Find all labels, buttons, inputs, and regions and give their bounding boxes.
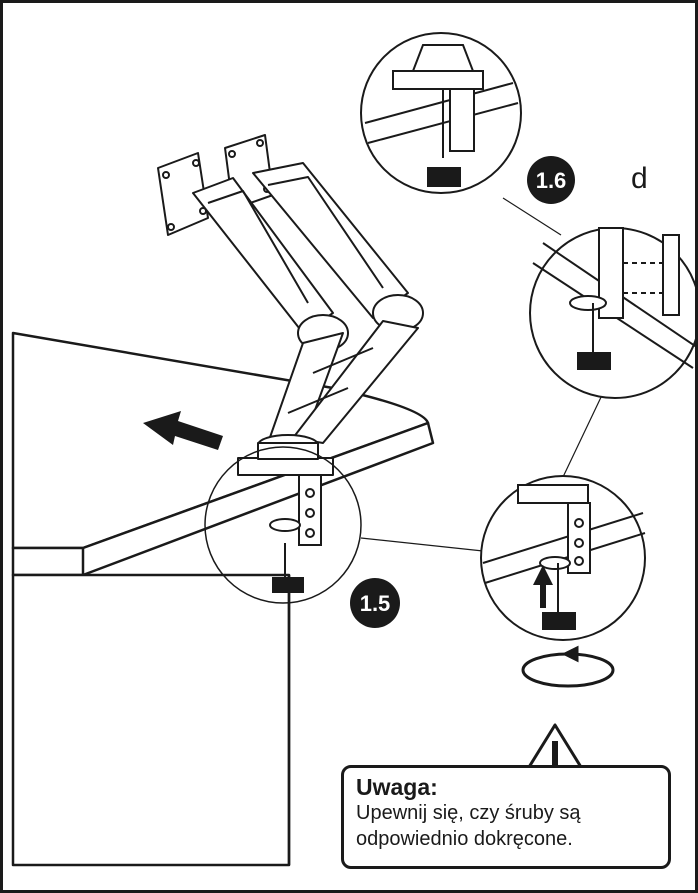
zoom-circle-clamp <box>204 446 362 604</box>
warning-line-2: odpowiednio dokręcone. <box>356 828 573 850</box>
step-label-1-6: 1.6 <box>536 168 567 193</box>
detail-circle-top <box>360 32 522 194</box>
detail-circle-bottom <box>480 475 646 641</box>
assembly-illustration: 1.6 1.5 d <box>11 32 695 867</box>
desk-clamp <box>269 474 322 593</box>
rotate-icon <box>521 645 615 688</box>
arrow-up-icon <box>533 565 553 608</box>
detail-circle-right <box>529 227 695 399</box>
monitor-arms <box>157 134 424 476</box>
part-label-d: d <box>631 162 648 195</box>
arrow-left-icon <box>143 411 223 450</box>
warning-line-1: Upewnij się, czy śruby są <box>356 802 581 824</box>
step-badge-1-5: 1.5 <box>350 578 400 628</box>
connector-lines <box>360 197 604 552</box>
step-badge-1-6: 1.6 <box>527 156 575 204</box>
warning-title: Uwaga: <box>356 774 438 800</box>
warning-box: Uwaga: Upewnij się, czy śruby są odpowie… <box>341 765 671 869</box>
step-label-1-5: 1.5 <box>360 591 391 616</box>
